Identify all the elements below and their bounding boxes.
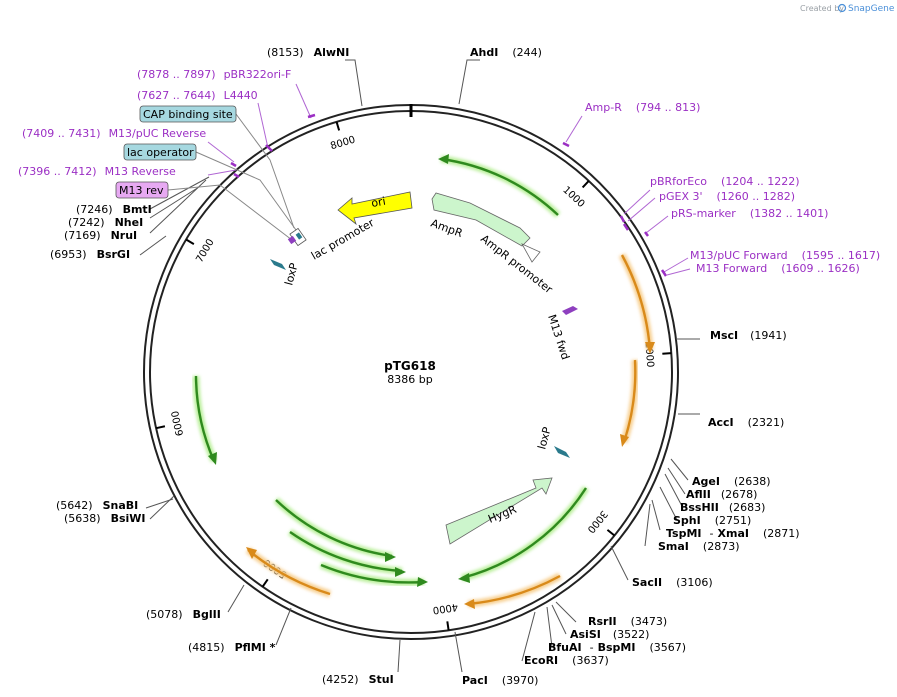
- m13-rev-label: M13 rev: [119, 184, 164, 197]
- ruler-tick: [335, 121, 341, 131]
- site-agei: AgeI(2638): [692, 475, 771, 488]
- site-acci: AccI(2321): [708, 416, 784, 429]
- site-bmti: (7246)BmtI: [76, 203, 152, 216]
- loxp-label-2: loxP: [535, 425, 553, 451]
- m13-fwd-label: M13 fwd: [545, 313, 572, 361]
- created-by-text: Created by: [800, 4, 844, 13]
- site-ecori: EcoRI(3637): [524, 654, 609, 667]
- site-labels: AhdI(244) MscI(1941) AccI(2321) AgeI(263…: [50, 46, 800, 687]
- orf-arc-9: [194, 375, 216, 462]
- orf-arc-4: [461, 487, 588, 580]
- ruler-tick-label: 6000: [170, 410, 186, 437]
- ori-label: ori: [370, 195, 386, 210]
- ruler-tick: [185, 238, 195, 245]
- primer-m13-reverse: (7396 .. 7412)M13 Reverse: [18, 165, 176, 178]
- lac-promoter-feature: [287, 227, 307, 247]
- ruler-tick-label: 8000: [329, 134, 357, 152]
- ruler-tick-label: 4000: [432, 601, 459, 616]
- ampr-feature: [431, 192, 541, 263]
- primer-prs-marker: pRS-marker(1382 .. 1401): [671, 207, 828, 220]
- primer-labels: Amp-R(794 .. 813) pBRforEco(1204 .. 1222…: [18, 68, 880, 275]
- site-pflmi: (4815)PflMI *: [188, 641, 276, 654]
- site-tspmi-xmai: TspMI-XmaI(2871): [666, 527, 800, 540]
- primer-amp-r: Amp-R(794 .. 813): [585, 101, 700, 114]
- ruler-tick: [581, 180, 590, 189]
- site-bglii: (5078)BglII: [146, 608, 221, 621]
- orf-arc-2: [620, 254, 652, 351]
- orf-arc-8: [320, 563, 425, 584]
- site-ahdi: AhdI(244): [470, 46, 542, 59]
- lac-operator-box: lac operator: [123, 143, 197, 161]
- ruler-tick-label: 7000: [194, 237, 216, 265]
- plasmid-size: 8386 bp: [387, 373, 432, 386]
- site-bsshii: BssHII(2683): [680, 501, 765, 514]
- primer-m13-forward: M13 Forward(1609 .. 1626): [696, 262, 860, 275]
- lac-promoter-label: lac promoter: [309, 216, 377, 263]
- site-alwni: (8153)AlwNI: [267, 46, 349, 59]
- cap-binding-box: CAP binding site: [139, 105, 237, 123]
- site-paci: PacI(3970): [462, 674, 538, 687]
- ruler-tick: [261, 578, 269, 588]
- primer-l4440: (7627 .. 7644)L4440: [137, 89, 258, 102]
- site-rsrii: RsrII(3473): [588, 615, 667, 628]
- snapgene-brand: SnapGene: [848, 4, 895, 14]
- orf-arc-6: [275, 499, 393, 558]
- m13-rev-box: M13 rev: [115, 181, 169, 199]
- site-nrui: (7169)NruI: [64, 229, 137, 242]
- site-bsrgi: (6953)BsrGI: [50, 248, 130, 261]
- feature-leader-lines: [167, 113, 297, 241]
- ampr-promoter-shape: [521, 243, 541, 263]
- orf-arcs: [192, 154, 655, 609]
- site-asisi: AsiSI(3522): [570, 628, 649, 641]
- ruler-tick-label: 1000: [560, 185, 586, 210]
- primer-markers: [230, 113, 668, 277]
- plasmid-name: pTG618: [384, 359, 436, 373]
- orf-arc-1: [440, 157, 559, 216]
- ampr-label: AmpR: [429, 217, 465, 241]
- ruler-tick: [155, 425, 166, 430]
- loxp-feature-1: [270, 259, 286, 270]
- ruler-tick: [662, 352, 672, 355]
- site-bfuai-bspmi: BfuAI-BspMI(3567): [548, 641, 686, 654]
- site-nhei: (7242)NheI: [68, 216, 143, 229]
- primer-pgex3: pGEX 3'(1260 .. 1282): [659, 190, 795, 203]
- loxp-feature-2: [554, 446, 570, 458]
- site-sphi: SphI(2751): [673, 514, 751, 527]
- primer-pbr322ori-f: (7878 .. 7897)pBR322ori-F: [137, 68, 291, 81]
- hygr-feature: [445, 477, 553, 545]
- site-stui: (4252)StuI: [322, 673, 394, 686]
- orf-arc-7: [289, 531, 403, 573]
- cap-binding-label: CAP binding site: [143, 108, 233, 121]
- m13-fwd-feature: [562, 306, 578, 315]
- ori-feature: [337, 191, 413, 226]
- ruler-tick-label: 3000: [585, 508, 610, 535]
- site-sacii: SacII(3106): [632, 576, 713, 589]
- primer-m13puc-forward: M13/pUC Forward(1595 .. 1617): [690, 249, 880, 262]
- site-snabi: (5642)SnaBI: [56, 499, 138, 512]
- orf-arc-5: [467, 574, 561, 606]
- site-leader-lines: [139, 59, 700, 673]
- ruler-tick: [446, 621, 450, 631]
- snapgene-logo-icon: [837, 3, 847, 13]
- ruler-tick: [606, 529, 616, 537]
- site-msci: MscI(1941): [710, 329, 787, 342]
- loxp-label-1: loxP: [282, 261, 300, 287]
- site-aflii: AflII(2678): [686, 488, 757, 501]
- primer-pbrforeco: pBRforEco(1204 .. 1222): [650, 175, 800, 188]
- site-bsiwi: (5638)BsiWI: [64, 512, 146, 525]
- site-smai: SmaI(2873): [658, 540, 739, 553]
- primer-m13puc-reverse: (7409 .. 7431)M13/pUC Reverse: [22, 127, 206, 140]
- lac-operator-label: lac operator: [127, 146, 194, 159]
- primer-leader-lines: [207, 83, 691, 276]
